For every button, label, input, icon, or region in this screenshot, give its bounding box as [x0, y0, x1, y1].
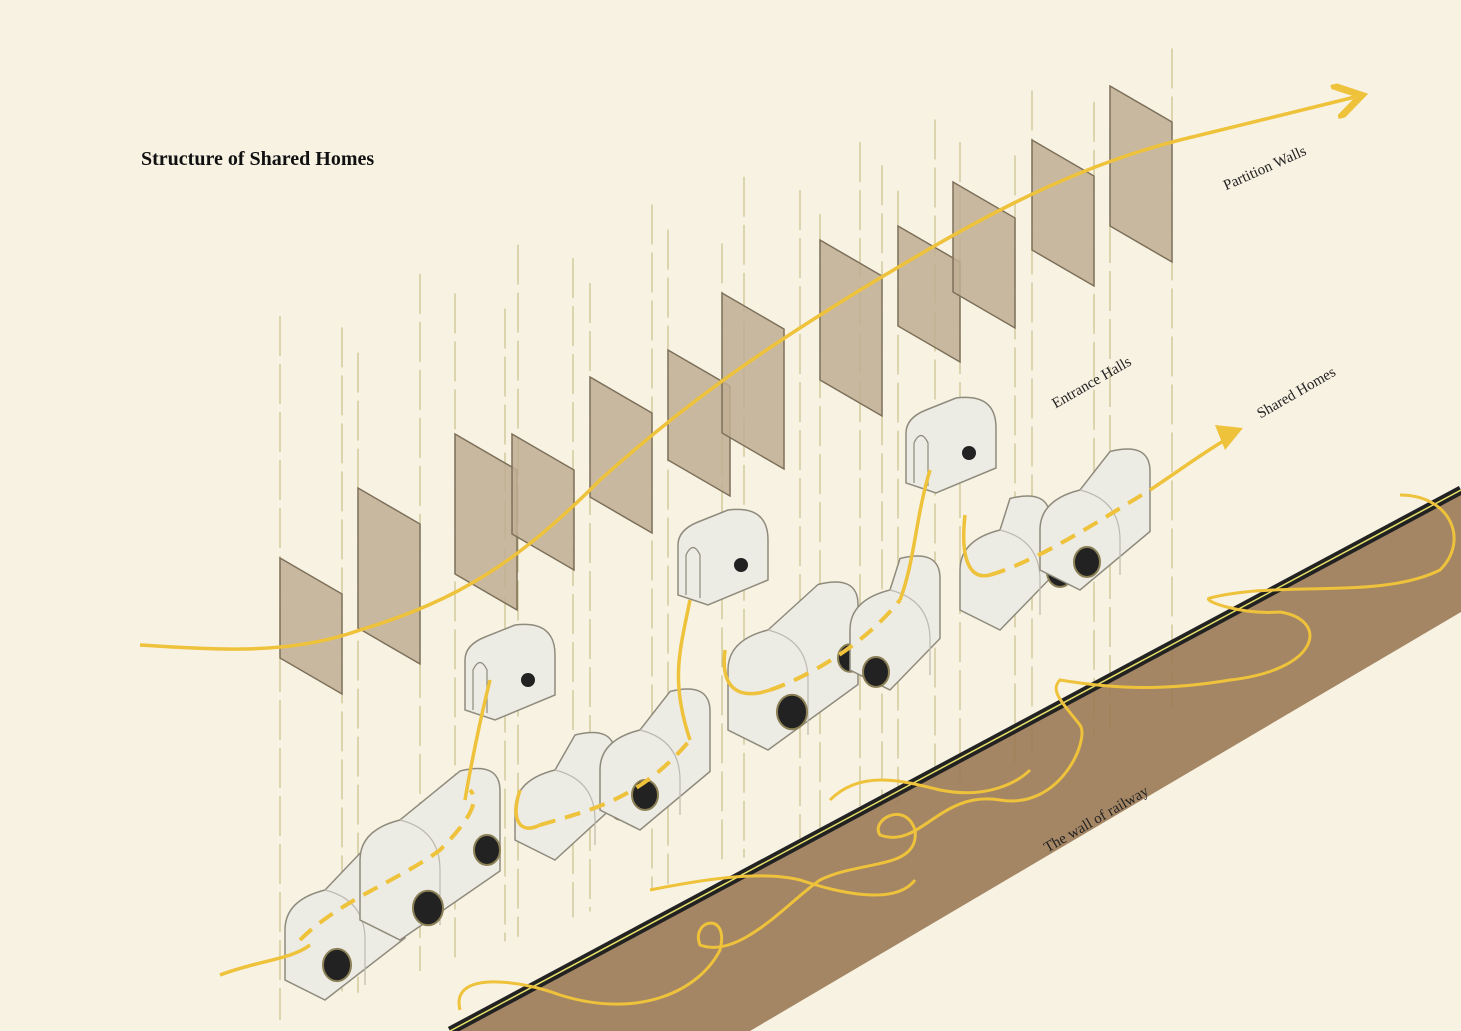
entrance-hall [677, 508, 769, 606]
entrance-hall [464, 623, 556, 721]
window-opening [521, 673, 535, 687]
window-opening [631, 779, 659, 811]
shared-homes-arrowhead [1215, 425, 1243, 450]
home-unit [599, 688, 711, 831]
shared-homes-flow [298, 488, 1152, 942]
partition-wall [357, 486, 421, 666]
partition-wall [589, 375, 653, 535]
partition-wall [1109, 84, 1173, 264]
entrance-hall [905, 396, 997, 494]
railway-wall [447, 486, 1461, 1031]
home-unit [359, 767, 501, 941]
partition-wall [721, 291, 785, 471]
partition-flow-arrow [139, 97, 1355, 651]
entrance-flow [219, 438, 1226, 977]
partition-wall [952, 180, 1016, 330]
partition-wall [819, 238, 883, 418]
railway-flow-line-2 [649, 768, 1032, 897]
window-opening [734, 558, 748, 572]
home-unit [727, 581, 863, 751]
home-unit [849, 555, 941, 691]
diagram-title: Structure of Shared Homes [141, 148, 375, 170]
partition-wall [279, 556, 343, 696]
window-opening [962, 446, 976, 460]
partition-wall [511, 432, 575, 572]
window-opening [473, 834, 501, 866]
shared-homes [284, 396, 1151, 1001]
railway-flow-line [457, 493, 1456, 1011]
window-opening [412, 889, 444, 927]
window-opening [862, 656, 890, 688]
window-opening [1073, 546, 1101, 578]
vertical-guide-lines [279, 48, 1173, 1020]
home-unit [1039, 448, 1151, 591]
partition-walls [279, 84, 1173, 696]
partition-wall [1031, 138, 1095, 288]
partition-wall [454, 432, 518, 612]
window-opening [322, 947, 352, 983]
window-opening [776, 693, 808, 731]
partition-wall [667, 348, 731, 498]
partition-wall [897, 224, 961, 364]
